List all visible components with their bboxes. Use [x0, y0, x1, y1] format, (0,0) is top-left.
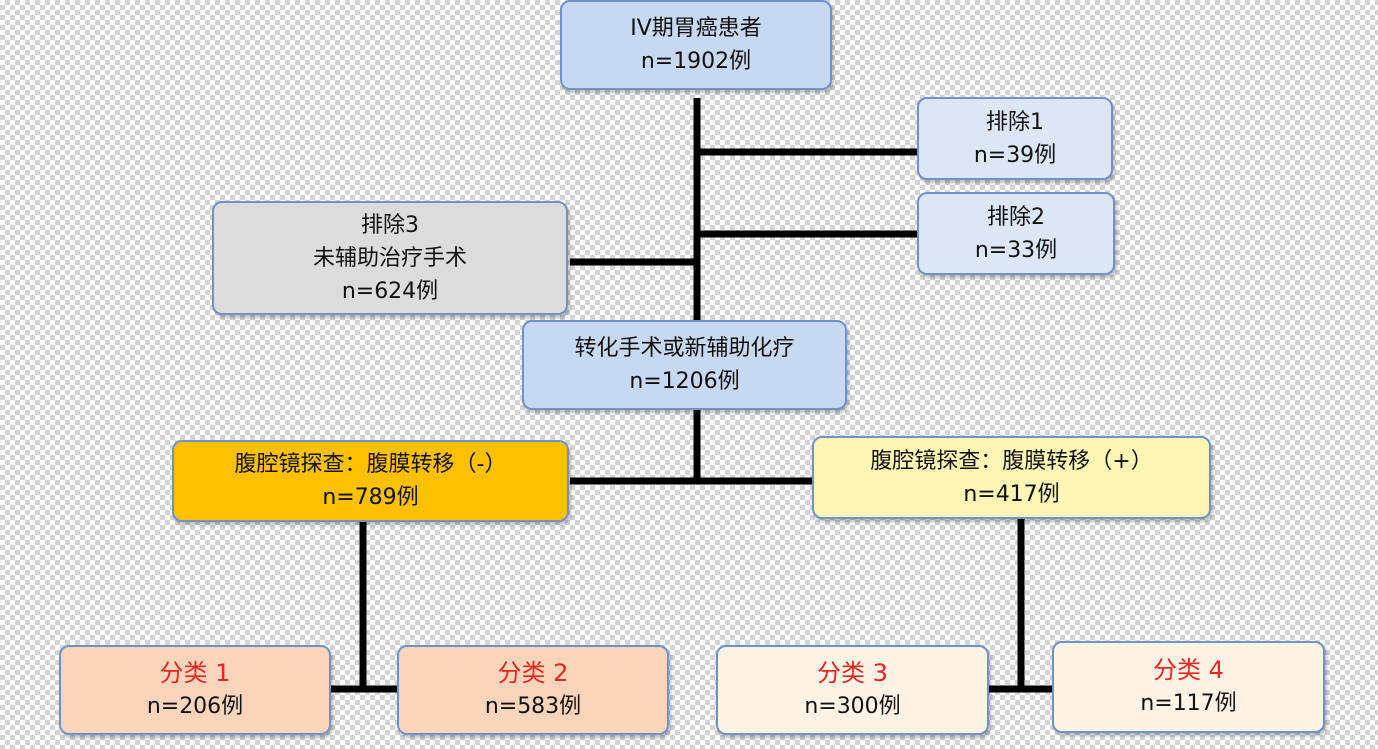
- node-conversion-therapy-count: n=1206例: [629, 369, 740, 394]
- node-stage4-patients-title: IV期胃癌患者: [630, 16, 762, 41]
- node-exclude-3-title: 排除3: [361, 212, 419, 238]
- node-stage4-patients: IV期胃癌患者 n=1902例: [560, 0, 832, 90]
- node-class-2-label: 分类 2: [497, 659, 569, 687]
- node-laparoscopy-negative: 腹腔镜探查：腹膜转移（-） n=789例: [172, 440, 569, 522]
- node-laparoscopy-negative-count: n=789例: [322, 485, 419, 510]
- node-class-3-count: n=300例: [804, 694, 901, 719]
- node-exclude-1: 排除1 n=39例: [917, 97, 1113, 180]
- node-class-4-count: n=117例: [1140, 691, 1237, 716]
- node-laparoscopy-negative-title: 腹腔镜探查：腹膜转移（-）: [234, 452, 507, 477]
- node-class-2-count: n=583例: [484, 694, 582, 719]
- node-conversion-therapy-title: 转化手术或新辅助化疗: [574, 336, 795, 361]
- node-exclude-3-reason: 未辅助治疗手术: [312, 245, 467, 271]
- node-class-4-label: 分类 4: [1153, 656, 1224, 684]
- node-class-2: 分类 2 n=583例: [397, 645, 669, 735]
- node-exclude-1-count: n=39例: [973, 142, 1057, 168]
- node-laparoscopy-positive: 腹腔镜探查：腹膜转移（+） n=417例: [812, 436, 1211, 519]
- node-exclude-2-count: n=33例: [974, 237, 1058, 263]
- node-laparoscopy-positive-count: n=417例: [963, 481, 1060, 507]
- node-class-1-label: 分类 1: [159, 659, 231, 687]
- node-conversion-therapy: 转化手术或新辅助化疗 n=1206例: [522, 320, 847, 410]
- node-stage4-patients-count: n=1902例: [640, 49, 752, 74]
- node-class-4: 分类 4 n=117例: [1052, 641, 1325, 733]
- node-class-3-label: 分类 3: [817, 659, 888, 687]
- node-exclude-3: 排除3 未辅助治疗手术 n=624例: [212, 201, 568, 315]
- node-class-3: 分类 3 n=300例: [716, 645, 989, 735]
- node-exclude-2: 排除2 n=33例: [917, 192, 1115, 275]
- node-exclude-1-title: 排除1: [986, 109, 1044, 135]
- node-class-1-count: n=206例: [146, 694, 244, 719]
- node-exclude-3-count: n=624例: [341, 278, 439, 304]
- node-exclude-2-title: 排除2: [987, 204, 1045, 230]
- node-laparoscopy-positive-title: 腹腔镜探查：腹膜转移（+）: [870, 448, 1153, 474]
- node-class-1: 分类 1 n=206例: [59, 645, 331, 735]
